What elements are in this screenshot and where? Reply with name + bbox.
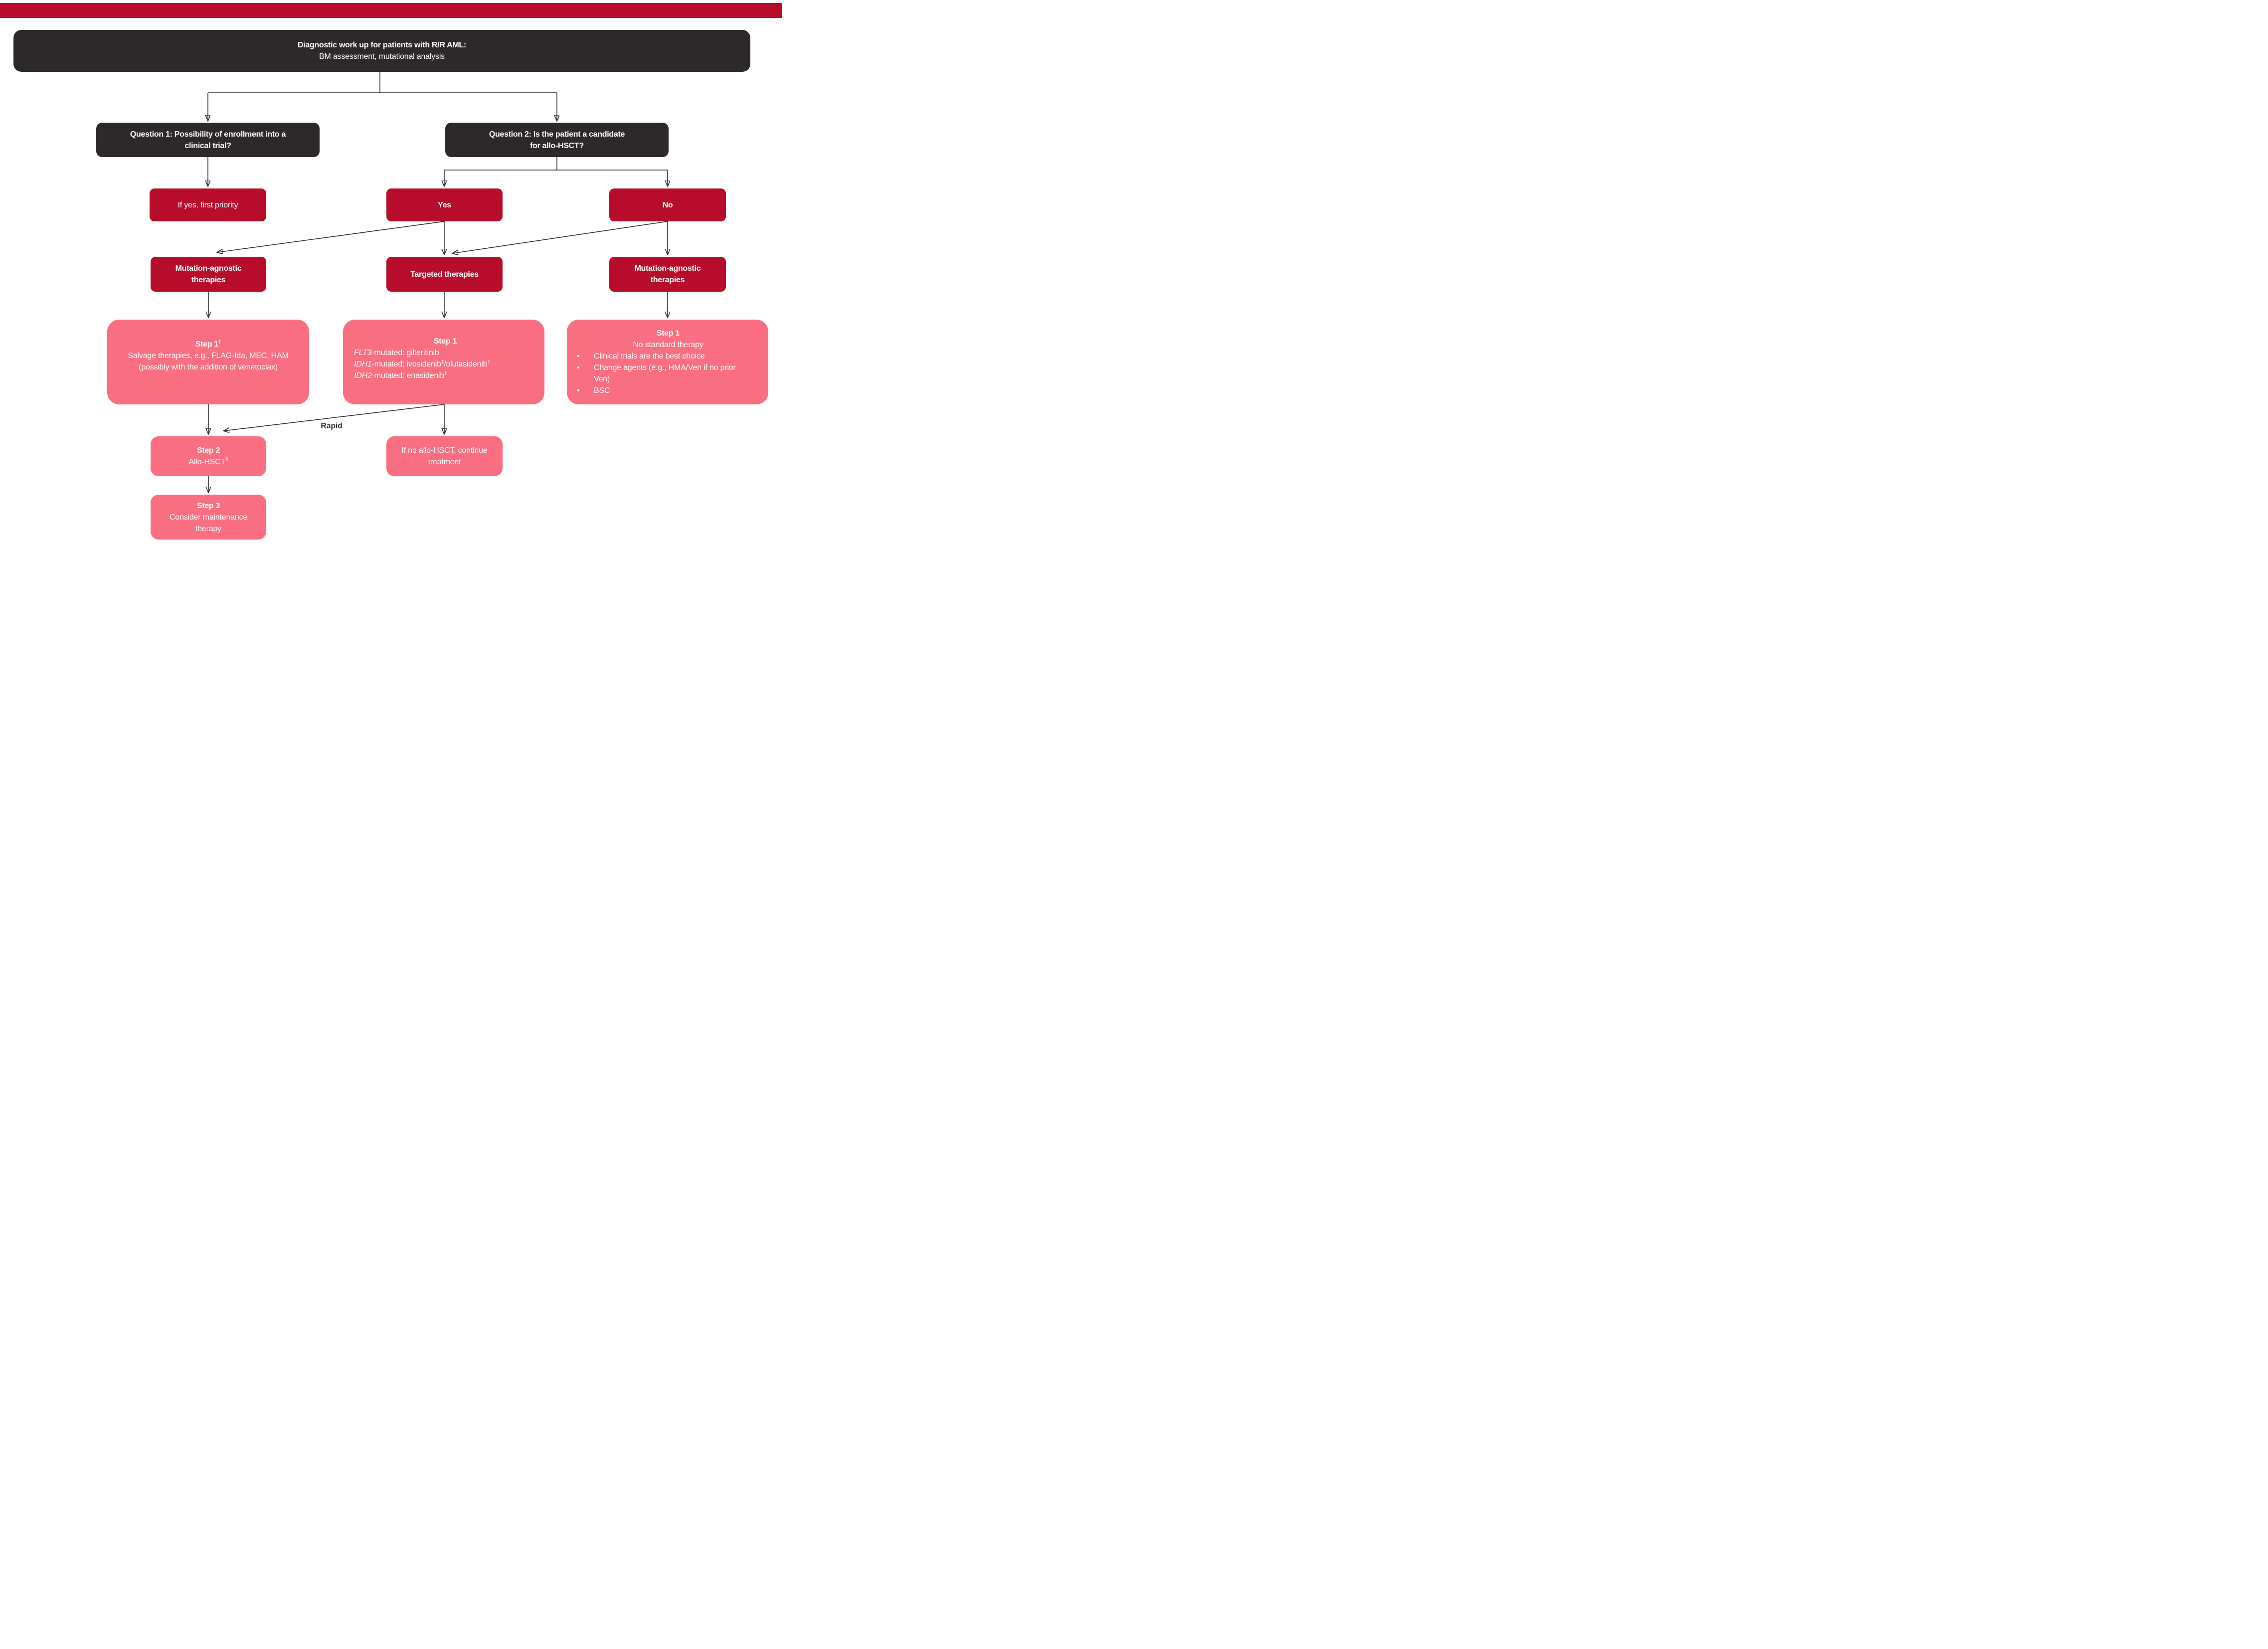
step3-maintenance-box: Step 3 Consider maintenance therapy — [151, 495, 266, 540]
step1-no-standard-box: Step 1 No standard therapy • Clinical tr… — [567, 320, 768, 404]
step1-targeted-box: Step 1 FLT3-mutated: gilteritinib IDH1-m… — [343, 320, 544, 404]
bullet-dot-icon: • — [577, 386, 580, 395]
step2-allo-hsct-box: Step 2 Allo-HSCT§ — [151, 436, 266, 476]
question1-text: Question 1: Possibility of enrollment in… — [130, 130, 286, 150]
continue-treatment-text: If no allo-HSCT, continue treatment — [401, 446, 488, 466]
step1-left-body: Salvage therapies, e.g., FLAG-Ida, MEC, … — [128, 351, 289, 371]
no-text: No — [662, 200, 673, 209]
connector-no-to-targeted — [453, 221, 668, 253]
bullet-text-bsc: BSC — [594, 386, 610, 395]
step1-center-line-flt3: FLT3-mutated: gilteritinib — [354, 349, 439, 357]
step2-body: Allo-HSCT§ — [188, 457, 228, 466]
bullet-dot-icon: • — [577, 352, 580, 361]
header-box: Diagnostic work up for patients with R/R… — [13, 30, 750, 72]
flowchart-page: Diagnostic work up for patients with R/R… — [0, 0, 782, 568]
bullet-item: • Clinical trials are the best choice — [575, 351, 761, 362]
no-box: No — [609, 188, 726, 221]
rapid-label: Rapid — [321, 422, 343, 430]
step2-title: Step 2 — [196, 446, 220, 455]
bullet-item: • Change agents (e.g., HMA/Ven if no pri… — [575, 362, 761, 385]
bullet-item: • BSC — [575, 385, 761, 396]
bullet-text-change-agents: Change agents (e.g., HMA/Ven if no prior… — [594, 364, 736, 383]
bullet-dot-icon: • — [577, 364, 580, 372]
yes-box: Yes — [386, 188, 503, 221]
step3-title: Step 3 — [196, 501, 220, 510]
if-yes-first-priority-box: If yes, first priority — [150, 188, 266, 221]
step1-salvage-box: Step 1† Salvage therapies, e.g., FLAG-Id… — [107, 320, 309, 404]
header-subtitle: BM assessment, mutational analysis — [319, 52, 445, 61]
targeted-therapies-text: Targeted therapies — [410, 270, 479, 279]
if-yes-text: If yes, first priority — [177, 200, 238, 209]
step1-center-line-idh2: IDH2-mutated: enasidenib‡ — [354, 370, 447, 380]
question1-box: Question 1: Possibility of enrollment in… — [96, 123, 320, 157]
continue-treatment-box: If no allo-HSCT, continue treatment — [386, 436, 503, 476]
brand-color-bar — [0, 3, 782, 18]
bullet-text-clinical-trials: Clinical trials are the best choice — [594, 352, 705, 361]
step3-body: Consider maintenance therapy — [169, 513, 248, 533]
step1-left-title: Step 1† — [195, 339, 221, 349]
targeted-therapies-box: Targeted therapies — [386, 257, 503, 292]
step1-right-subtitle: No standard therapy — [633, 341, 703, 349]
header-title: Diagnostic work up for patients with R/R… — [298, 41, 466, 49]
step1-center-title: Step 1 — [433, 337, 457, 346]
yes-text: Yes — [438, 200, 451, 209]
connector-yes-to-mut-left — [217, 221, 445, 252]
step1-right-title: Step 1 — [656, 329, 680, 338]
step1-center-line-idh1: IDH1-mutated: ivosidenib‡/olutasidenib‡ — [354, 359, 490, 368]
